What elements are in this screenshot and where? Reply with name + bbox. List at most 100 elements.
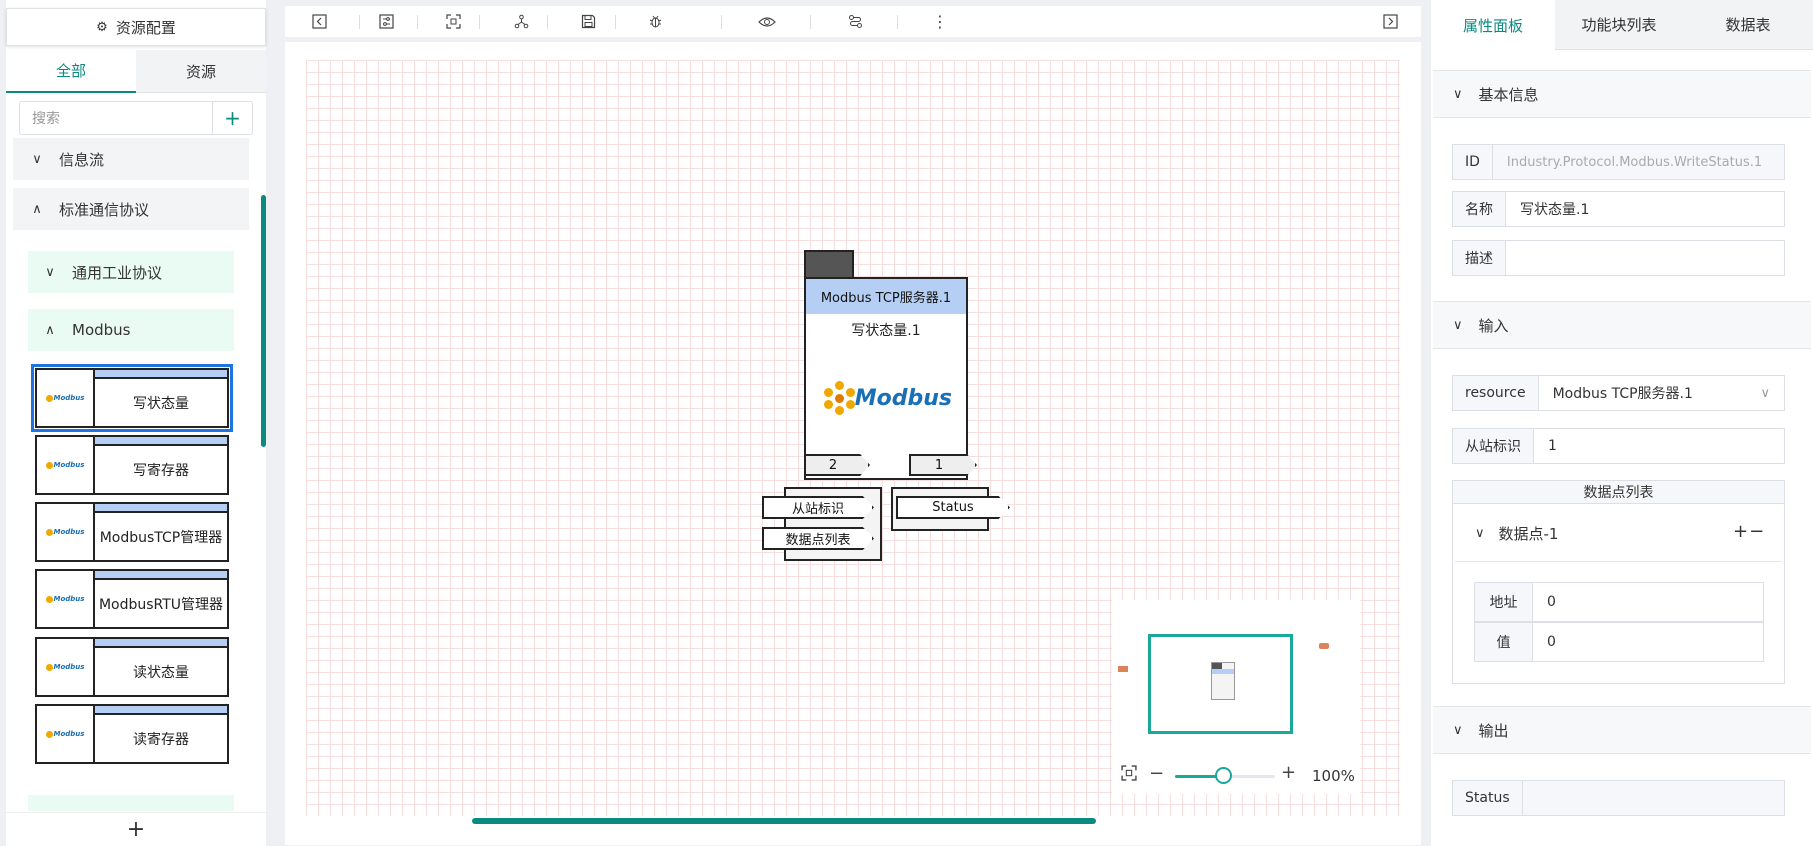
chevron-down-icon: ∨ [1453, 317, 1463, 333]
block-read-status[interactable]: Modbus 读状态量 [35, 637, 229, 697]
id-value: Industry.Protocol.Modbus.WriteStatus.1 [1492, 145, 1784, 179]
collapse-left-icon[interactable] [307, 6, 331, 37]
toolbar-divider [479, 15, 480, 29]
right-panel [1431, 0, 1813, 846]
eye-icon[interactable] [754, 6, 780, 37]
resource-config-button[interactable]: ⚙ 资源配置 [6, 8, 266, 46]
search-input[interactable]: 搜索 [19, 101, 213, 135]
field-label: Status [1453, 781, 1523, 815]
slave-id-input[interactable]: 1 [1548, 438, 1557, 454]
zoom-out-icon[interactable]: − [1149, 763, 1165, 784]
zoom-level: 100% [1312, 767, 1355, 785]
config-icon: ⚙ [96, 19, 108, 35]
field-label: 描述 [1453, 241, 1506, 275]
event-input-pin[interactable]: 2 [804, 454, 870, 476]
tab-data-table[interactable]: 数据表 [1683, 0, 1813, 50]
block-write-register[interactable]: Modbus 写寄存器 [35, 435, 229, 495]
field-label: 从站标识 [1453, 429, 1534, 463]
modbus-tcp-logo-icon: Modbus [37, 504, 95, 560]
section-input[interactable]: ∨ 输入 [1433, 301, 1811, 349]
modbus-star-icon [822, 380, 855, 416]
tab-all[interactable]: 全部 [6, 50, 136, 93]
value-input[interactable]: 0 [1547, 634, 1556, 650]
address-field[interactable]: 地址 0 [1474, 582, 1764, 622]
fit-view-icon[interactable] [441, 6, 465, 37]
graph-nodes-icon[interactable] [509, 6, 533, 37]
tree-item-info-flow[interactable]: ∨ 信息流 [13, 138, 249, 180]
zoom-slider-handle[interactable] [1215, 767, 1232, 784]
status-output-field: Status [1452, 780, 1785, 816]
tree-item-std-protocol[interactable]: ∧ 标准通信协议 [13, 188, 249, 230]
pin-label: 2 [828, 457, 838, 473]
toolbar-divider [810, 15, 811, 29]
resource-select-value[interactable]: Modbus TCP服务器.1 ∨ [1539, 376, 1784, 410]
zoom-in-icon[interactable]: + [1281, 762, 1297, 783]
add-button[interactable]: + [212, 101, 253, 135]
section-output[interactable]: ∨ 输出 [1433, 706, 1811, 754]
chevron-down-icon: ∨ [1760, 385, 1770, 401]
left-scrollbar[interactable] [261, 195, 266, 447]
tree-item-partial[interactable] [28, 795, 234, 811]
connection-route-icon[interactable] [843, 6, 867, 37]
tab-properties[interactable]: 属性面板 [1431, 0, 1555, 50]
debug-bug-icon[interactable] [643, 6, 667, 37]
toolbar-divider [417, 15, 418, 29]
datapoint-item-header[interactable]: ∨ 数据点-1 [1455, 506, 1782, 562]
tree-item-modbus[interactable]: ∧ Modbus [28, 309, 234, 351]
block-modbus-rtu-manager[interactable]: Modbus ModbusRTU管理器 [35, 569, 229, 629]
field-label: ID [1453, 145, 1493, 179]
event-output-pin[interactable]: 1 [909, 454, 977, 476]
block-read-register[interactable]: Modbus 读寄存器 [35, 704, 229, 764]
section-basic-info[interactable]: ∨ 基本信息 [1433, 70, 1811, 118]
field-label: 名称 [1453, 192, 1506, 226]
name-input[interactable]: 写状态量.1 [1520, 202, 1590, 218]
block-write-status[interactable]: Modbus 写状态量 [31, 364, 233, 432]
chevron-up-icon: ∧ [32, 201, 42, 217]
tree-item-general-industrial[interactable]: ∨ 通用工业协议 [28, 251, 234, 293]
tree-item-label: Modbus [72, 321, 131, 339]
datapoint-name: 数据点-1 [1498, 525, 1559, 543]
more-vertical-icon[interactable]: ⋮ [932, 12, 948, 31]
node-event-tab[interactable] [804, 250, 854, 279]
address-input[interactable]: 0 [1547, 594, 1556, 610]
description-input[interactable] [1506, 241, 1784, 275]
block-header [95, 639, 227, 648]
resource-config-label: 资源配置 [115, 18, 176, 37]
tree-item-label: 标准通信协议 [59, 200, 150, 219]
chevron-down-icon: ∨ [1453, 86, 1463, 102]
modbus-logo-icon: Modbus [37, 639, 95, 695]
tab-resource[interactable]: 资源 [136, 50, 266, 93]
chevron-down-icon: ∨ [1453, 722, 1463, 738]
input-pin-datapoint-list[interactable]: 数据点列表 [762, 527, 874, 550]
output-pin-status[interactable]: Status [896, 496, 1010, 519]
tab-function-block-list[interactable]: 功能块列表 [1555, 0, 1683, 50]
block-modbus-tcp-manager[interactable]: Modbus ModbusTCP管理器 [35, 502, 229, 562]
save-icon[interactable] [576, 6, 600, 37]
add-resource-button[interactable]: + [6, 812, 266, 846]
pin-label: 数据点列表 [785, 533, 851, 548]
block-label: 写状态量 [133, 395, 189, 412]
input-pin-slave-id[interactable]: 从站标识 [762, 496, 874, 519]
node-resource-header[interactable]: Modbus TCP服务器.1 [804, 277, 968, 316]
settings-sliders-icon[interactable] [374, 6, 398, 37]
value-field[interactable]: 值 0 [1474, 622, 1764, 662]
description-field[interactable]: 描述 [1452, 240, 1785, 276]
fit-view-icon[interactable] [1121, 765, 1139, 783]
modbus-logo-icon: Modbus [37, 706, 95, 762]
node-name: 写状态量.1 [851, 323, 921, 339]
canvas-toolbar: ⋮ [285, 6, 1421, 37]
chevron-up-icon: ∧ [45, 322, 55, 338]
pin-label: 1 [934, 457, 944, 473]
block-header [95, 437, 227, 446]
datapoint-add-remove-icon[interactable]: +− [1733, 521, 1766, 542]
section-title: 输入 [1478, 316, 1509, 335]
minimap-viewport[interactable] [1148, 634, 1293, 734]
block-label: 读状态量 [133, 664, 189, 681]
function-block-node[interactable] [804, 314, 968, 480]
collapse-right-icon[interactable] [1378, 6, 1402, 37]
modbus-logo-icon: Modbus [37, 437, 95, 493]
canvas-horizontal-scrollbar[interactable] [472, 818, 1096, 824]
slave-id-field[interactable]: 从站标识 1 [1452, 428, 1785, 464]
resource-select[interactable]: resource Modbus TCP服务器.1 ∨ [1452, 375, 1785, 411]
name-field[interactable]: 名称 写状态量.1 [1452, 191, 1785, 227]
